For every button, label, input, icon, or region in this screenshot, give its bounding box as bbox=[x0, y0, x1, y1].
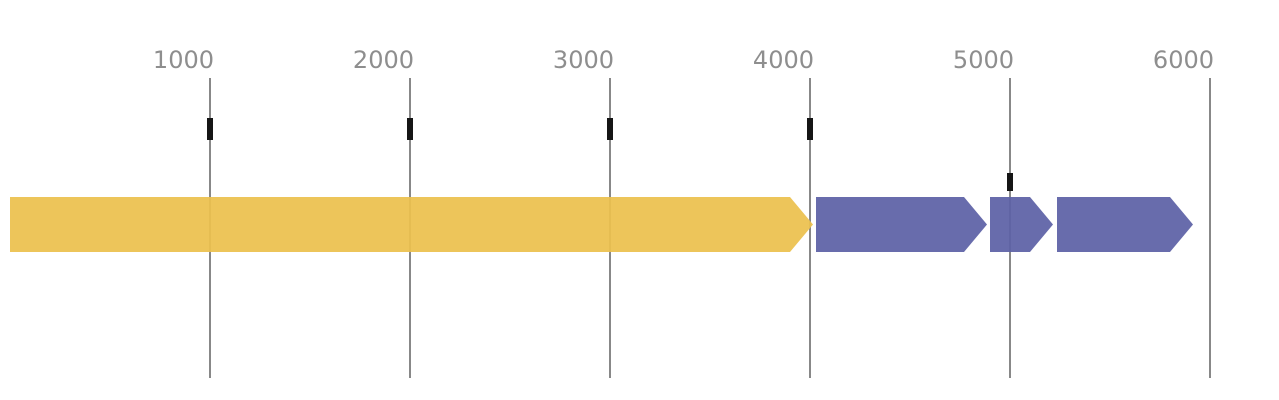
gene-arrow-2 bbox=[816, 197, 987, 252]
gene-arrow-3 bbox=[990, 197, 1053, 252]
gridline-notch-2000 bbox=[407, 118, 413, 140]
gridline-notch-3000 bbox=[607, 118, 613, 140]
gridline-6000 bbox=[1209, 78, 1211, 378]
tick-label-5000: 5000 bbox=[952, 46, 1014, 74]
tick-label-2000: 2000 bbox=[352, 46, 414, 74]
gridline-notch-5000 bbox=[1007, 173, 1013, 191]
gridline-notch-1000 bbox=[207, 118, 213, 140]
gene-arrow-1 bbox=[10, 197, 813, 252]
gridline-notch-4000 bbox=[807, 118, 813, 140]
tick-label-6000: 6000 bbox=[1152, 46, 1214, 74]
tick-label-1000: 1000 bbox=[152, 46, 214, 74]
tick-label-4000: 4000 bbox=[752, 46, 814, 74]
gene-arrow-4 bbox=[1057, 197, 1193, 252]
tick-label-3000: 3000 bbox=[552, 46, 614, 74]
